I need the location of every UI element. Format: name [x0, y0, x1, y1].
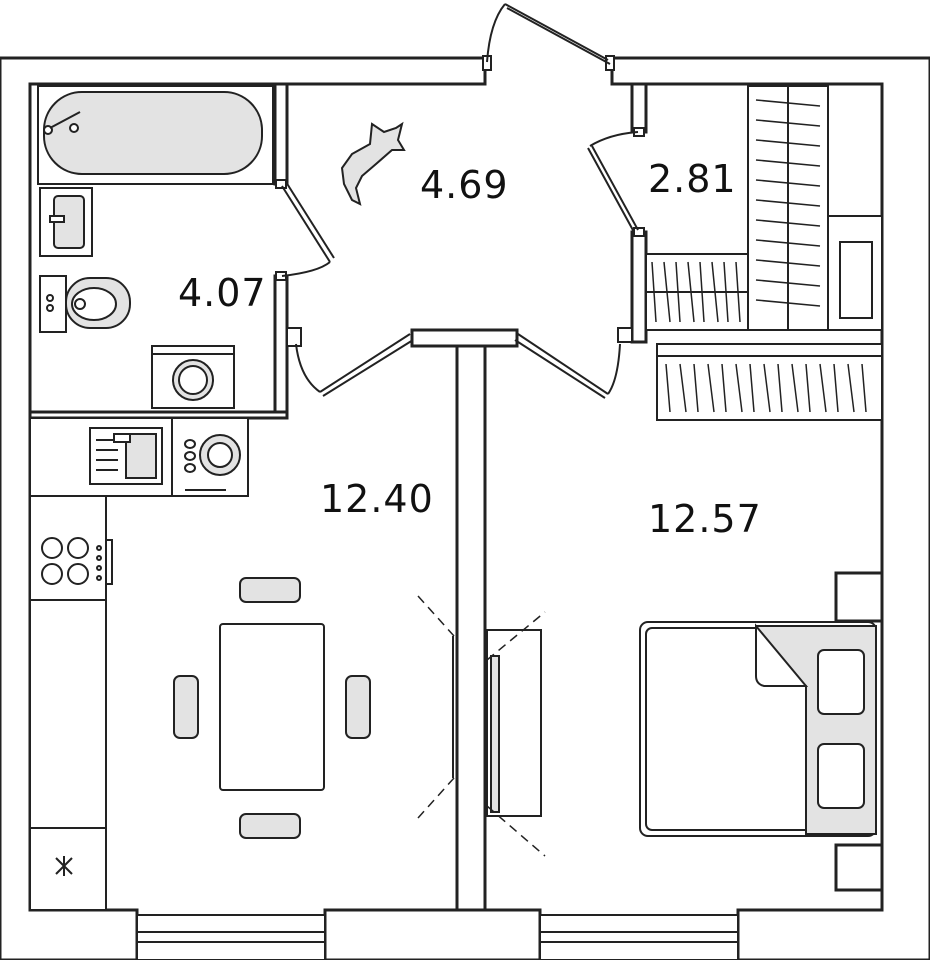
bedroom-wardrobe [656, 343, 883, 421]
kitchen-sink [89, 427, 163, 485]
storage-wardrobe [747, 85, 829, 331]
bed [639, 621, 877, 837]
door-kitchen [295, 333, 414, 397]
kitchen-area-label: 12.40 [320, 477, 434, 521]
dishwasher [184, 434, 241, 491]
dining-table [173, 577, 371, 839]
bathtub [37, 85, 274, 185]
bathroom-area-label: 4.07 [178, 271, 267, 315]
door-bathroom [275, 179, 335, 281]
cooktop [41, 537, 113, 585]
storage-shelf [645, 253, 749, 331]
window-bedroom [539, 914, 739, 960]
tv-stand [486, 611, 546, 857]
washing-machine [151, 345, 235, 409]
storage-cabinet [827, 215, 883, 331]
interior-walls [28, 82, 884, 912]
bedroom-area-label: 12.57 [648, 497, 762, 541]
snowflake-icon [55, 856, 73, 876]
door-bedroom [514, 333, 621, 399]
door-storage [587, 127, 645, 237]
kitchen-counter [29, 417, 249, 911]
toilet [39, 275, 131, 333]
window-kitchen [136, 914, 326, 960]
storage-area-label: 2.81 [648, 157, 737, 201]
sink [39, 187, 93, 257]
kitchen-wall-niche [417, 595, 455, 819]
entrance-door [482, 3, 615, 71]
pet-silhouette-icon [340, 121, 406, 206]
hallway-area-label: 4.69 [420, 163, 509, 207]
